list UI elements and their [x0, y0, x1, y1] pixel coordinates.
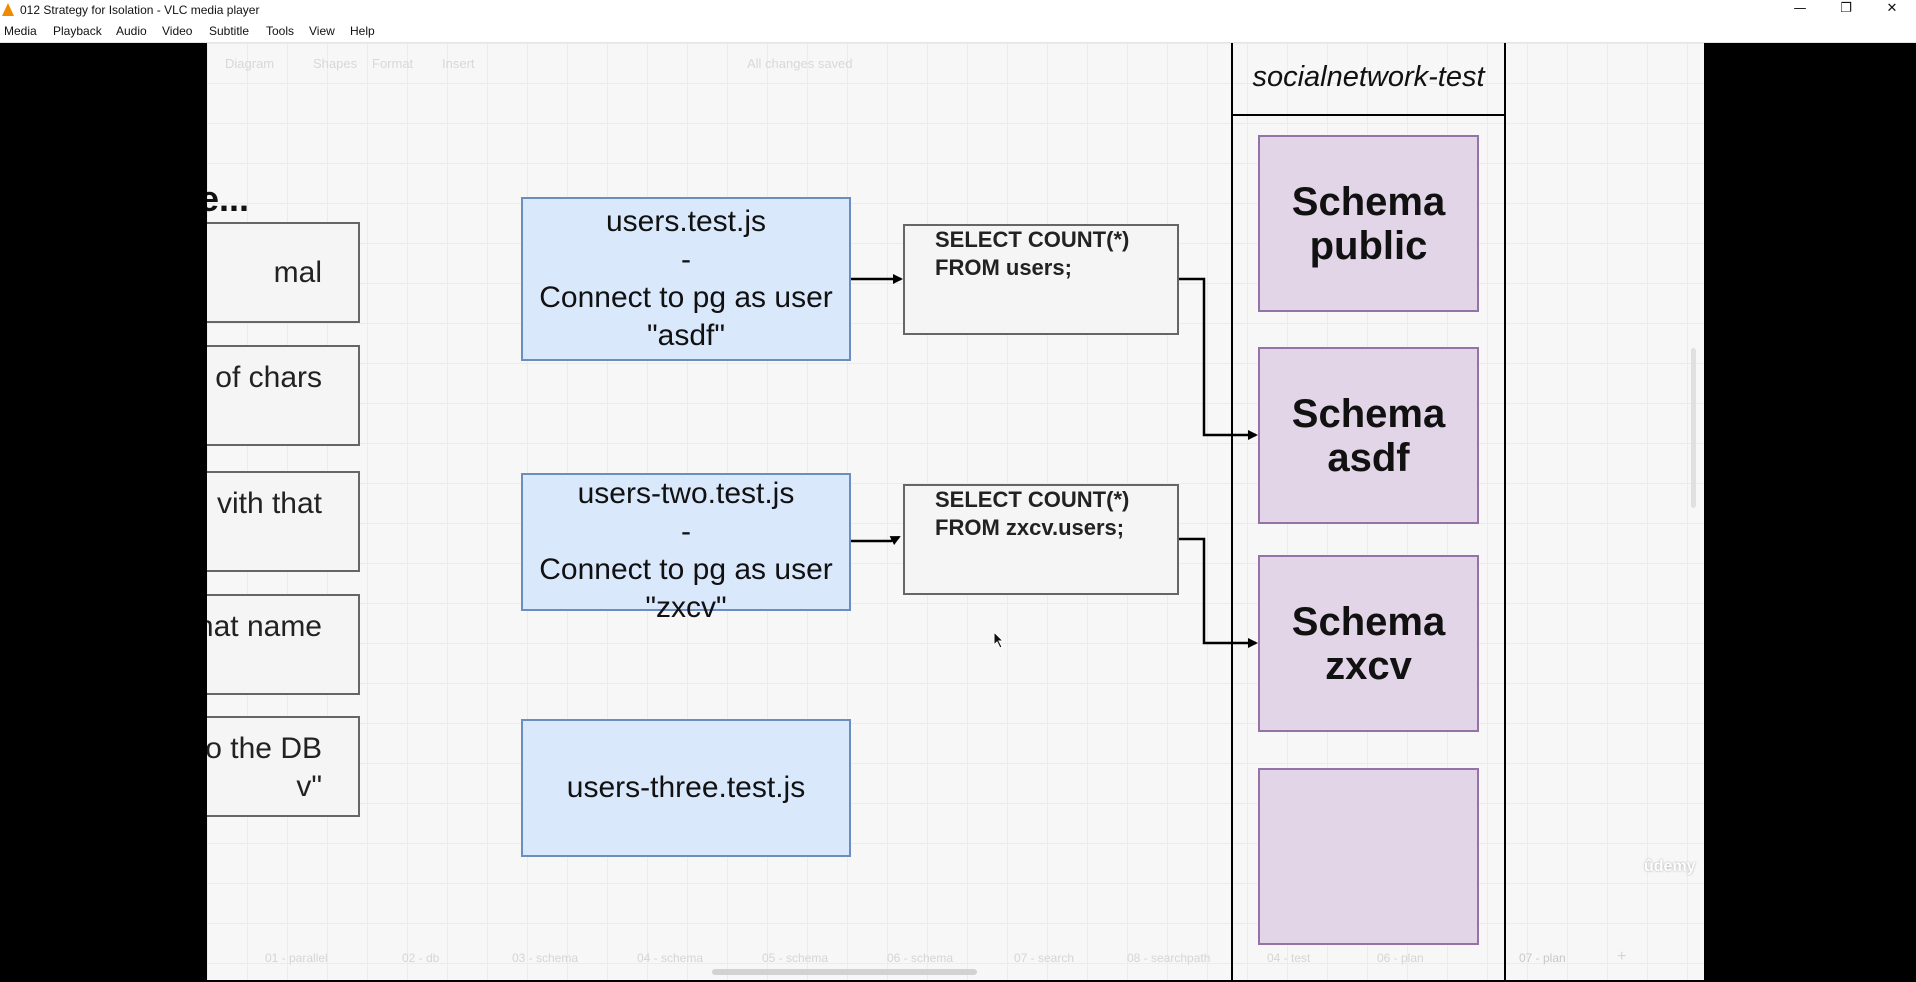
tab-08[interactable]: 08 - searchpath [1127, 951, 1211, 965]
schema-asdf-box: Schema asdf [1258, 347, 1479, 524]
query-box-users: SELECT COUNT(*) FROM users; [903, 224, 1179, 335]
users-two-test-box: users-two.test.js - Connect to pg as use… [521, 473, 851, 624]
menu-help[interactable]: Help [350, 24, 375, 38]
users-two-test-line1: Connect to pg as user [539, 553, 833, 586]
users-two-test-name: users-two.test.js [577, 477, 795, 510]
faded-save-status: All changes saved [747, 56, 853, 71]
horizontal-scrollbar[interactable] [712, 969, 977, 975]
query-2-line2: FROM zxcv.users; [935, 515, 1125, 540]
users-test-box: users.test.js - Connect to pg as user "a… [521, 197, 851, 361]
faded-shapes-tab: Shapes [313, 56, 358, 71]
left-box-3: vith that [207, 471, 360, 572]
add-page-button[interactable]: + [1617, 948, 1627, 965]
maximize-button[interactable]: ❐ [1840, 1, 1852, 16]
schema-public-line2: public [1309, 223, 1428, 268]
users-two-test-line2: "zxcv" [645, 591, 727, 624]
schema-zxcv-line1: Schema [1291, 599, 1446, 644]
menu-audio[interactable]: Audio [116, 24, 147, 38]
query-1-line2: FROM users; [935, 255, 1072, 280]
close-button[interactable]: ✕ [1886, 1, 1898, 16]
mouse-cursor-icon [993, 631, 1005, 649]
faded-insert-menu: Insert [442, 56, 475, 71]
left-box-2: of chars [207, 345, 360, 446]
left-box-2-text: of chars [215, 361, 322, 394]
tab-03[interactable]: 03 - schema [512, 951, 579, 965]
database-name: socialnetwork-test [1233, 43, 1504, 116]
tab-07[interactable]: 07 - search [1014, 951, 1075, 965]
users-test-name: users.test.js [605, 205, 767, 238]
faded-format-tab: Format [372, 56, 414, 71]
faded-diagram-menu: Diagram [225, 56, 275, 71]
vertical-scrollbar[interactable] [1691, 348, 1696, 508]
left-box-3-text: vith that [216, 487, 322, 520]
left-box-5: o the DB v" [207, 716, 360, 817]
menu-bar: Media Playback Audio Video Subtitle Tool… [0, 20, 1916, 43]
schema-asdf-line2: asdf [1327, 435, 1410, 480]
tab-09[interactable]: 04 - test [1267, 951, 1311, 965]
schema-zxcv-box: Schema zxcv [1258, 555, 1479, 732]
page-tabs: 01 - parallel 02 - db 03 - schema 04 - s… [207, 948, 1704, 970]
arrow-query2-schema-zxcv [1179, 537, 1258, 648]
vlc-cone-icon [2, 3, 14, 16]
left-box-1: mal [207, 222, 360, 323]
cut-heading: e... [207, 178, 250, 219]
tab-01[interactable]: 01 - parallel [265, 951, 328, 965]
schema-empty-box [1258, 768, 1479, 945]
left-box-5-text: o the DB v" [207, 732, 322, 803]
left-box-4: hat name [207, 594, 360, 695]
title-bar: 012 Strategy for Isolation - VLC media p… [0, 0, 1916, 20]
menu-tools[interactable]: Tools [266, 24, 295, 38]
video-frame[interactable]: Diagram Shapes Format Insert All changes… [207, 43, 1704, 980]
tab-10[interactable]: 06 - plan [1377, 951, 1424, 965]
users-three-test-box: users-three.test.js [521, 719, 851, 857]
menu-subtitle[interactable]: Subtitle [209, 24, 250, 38]
tab-05[interactable]: 05 - schema [762, 951, 829, 965]
query-2-line1: SELECT COUNT(*) [935, 487, 1130, 512]
schema-public-box: Schema public [1258, 135, 1479, 312]
database-container: socialnetwork-test [1231, 43, 1506, 980]
udemy-watermark: ûdemy [1644, 858, 1696, 875]
tab-04[interactable]: 04 - schema [637, 951, 704, 965]
menu-view[interactable]: View [309, 24, 335, 38]
tab-02[interactable]: 02 - db [402, 951, 440, 965]
tab-11[interactable]: 07 - plan [1519, 951, 1566, 965]
tab-06[interactable]: 06 - schema [887, 951, 954, 965]
menu-playback[interactable]: Playback [53, 24, 102, 38]
schema-asdf-line1: Schema [1291, 391, 1446, 436]
menu-video[interactable]: Video [162, 24, 193, 38]
users-test-sep: - [681, 243, 691, 276]
arrow-query1-schema-asdf [1179, 277, 1258, 440]
query-box-zxcv: SELECT COUNT(*) FROM zxcv.users; [903, 484, 1179, 595]
window-title: 012 Strategy for Isolation - VLC media p… [20, 3, 260, 17]
users-test-line2: "asdf" [646, 319, 725, 352]
users-three-test-name: users-three.test.js [566, 771, 806, 804]
query-1-line1: SELECT COUNT(*) [935, 227, 1130, 252]
users-two-test-sep: - [681, 515, 691, 548]
minimize-button[interactable]: — [1793, 1, 1807, 16]
schema-zxcv-line2: zxcv [1325, 643, 1412, 688]
menu-media[interactable]: Media [4, 24, 37, 38]
left-box-4-text: hat name [207, 610, 322, 643]
users-test-line1: Connect to pg as user [539, 281, 833, 314]
arrow-test2-query2 [851, 535, 901, 546]
connector-arrows [851, 274, 1258, 648]
left-box-1-text: mal [273, 255, 322, 289]
schema-public-line1: Schema [1291, 179, 1446, 224]
